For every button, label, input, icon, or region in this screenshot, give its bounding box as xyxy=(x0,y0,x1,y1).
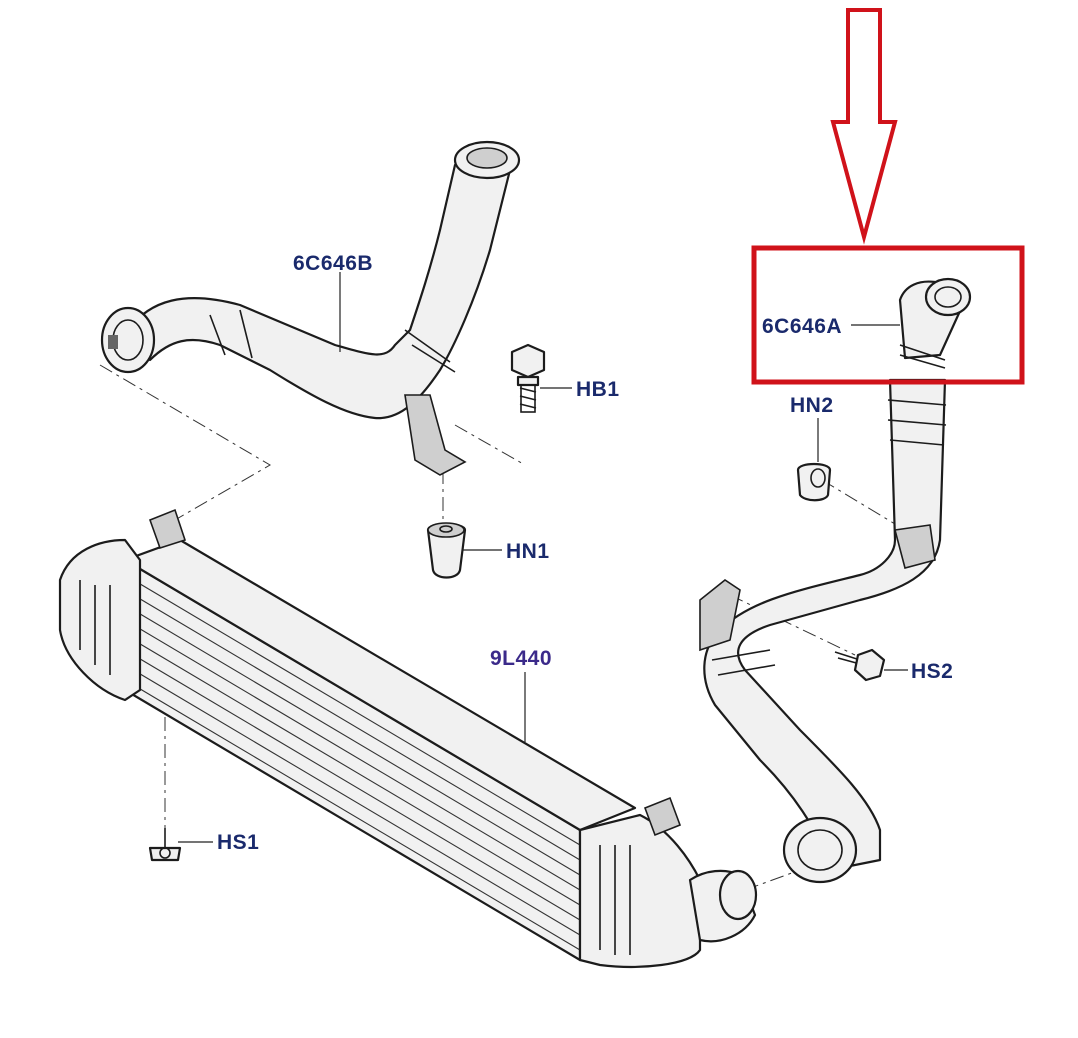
label-6c646a: 6C646A xyxy=(762,315,842,338)
label-9l440: 9L440 xyxy=(490,647,552,670)
hose-6c646a xyxy=(898,277,972,369)
nut-hn1 xyxy=(426,522,467,579)
assembly-centerlines xyxy=(99,364,906,891)
red-arrow-down-icon xyxy=(830,8,898,245)
label-6c646b: 6C646B xyxy=(293,252,373,275)
highlight-annotation xyxy=(751,8,1025,385)
leader-lines xyxy=(178,272,908,843)
screw-hs2 xyxy=(834,648,886,682)
label-hs1: HS1 xyxy=(217,831,259,854)
label-hb1: HB1 xyxy=(576,378,620,401)
label-hs2: HS2 xyxy=(911,660,953,683)
highlight-box xyxy=(751,245,1025,385)
label-hn1: HN1 xyxy=(506,540,550,563)
hose-6c646b xyxy=(100,140,521,476)
nut-hn2 xyxy=(796,462,832,502)
part-labels: 6C646B 6C646A HB1 HN1 HN2 9L440 HS1 HS2 xyxy=(217,252,953,854)
bolt-hb1 xyxy=(510,343,546,413)
intercooler-fins xyxy=(124,574,581,951)
hose-lower-right xyxy=(699,378,947,884)
intercooler-9l440 xyxy=(58,508,758,968)
screw-hs1 xyxy=(148,828,182,862)
label-hn2: HN2 xyxy=(790,394,834,417)
